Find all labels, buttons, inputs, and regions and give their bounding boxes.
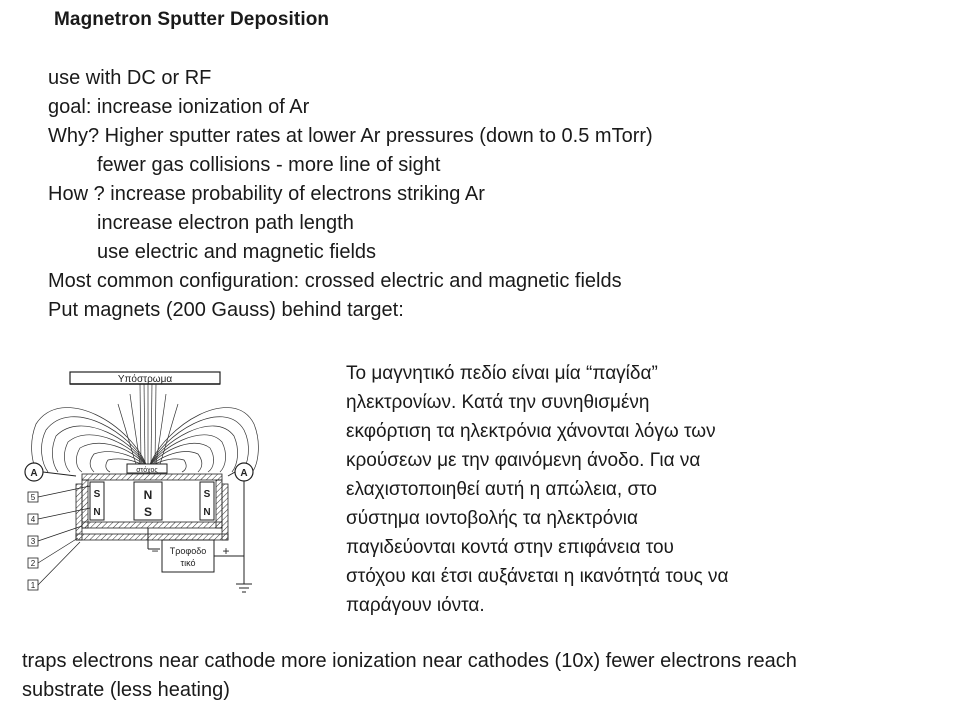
side-magnet-right: S N [199, 481, 215, 521]
numbered-labels: 5 4 3 2 1 [27, 485, 91, 591]
paragraph-line: παράγουν ιόντα. [346, 595, 485, 616]
list-item: goal: increase ionization of Ar [48, 96, 310, 118]
list-item: Put magnets (200 Gauss) behind target: [48, 299, 404, 321]
magnetron-diagram: Υπόστρωμα στόχος S N [22, 364, 264, 600]
paragraph-line: παγιδεύονται κοντά στην επιφάνεια του [346, 537, 674, 558]
paragraph-line: κρούσεων με την φαινόμενη άνοδο. Για να [346, 450, 701, 471]
paragraph-line: εκφόρτιση τα ηλεκτρόνια χάνονται λόγω τω… [346, 421, 716, 442]
svg-text:−: − [151, 544, 158, 558]
center-magnet: N S [133, 481, 163, 521]
footer-line: substrate (less heating) [22, 679, 230, 701]
list-item: use with DC or RF [48, 67, 212, 89]
ammeter-right: A [227, 462, 254, 482]
list-item: Why? Higher sputter rates at lower Ar pr… [48, 125, 653, 147]
greek-paragraph: Το μαγνητικό πεδίο είναι μία “παγίδα” ηλ… [346, 359, 729, 620]
svg-text:3: 3 [31, 537, 36, 546]
ammeter-left: A [24, 462, 77, 482]
paragraph-line: ηλεκτρονίων. Κατά την συνηθισμένη [346, 392, 650, 413]
paragraph-line: σύστημα ιοντοβολής τα ηλεκτρόνια [346, 508, 638, 529]
bullet-list: use with DC or RF goal: increase ionizat… [48, 64, 653, 325]
power-supply: Τροφοδο τικό − + [147, 481, 252, 593]
list-item: Most common configuration: crossed elect… [48, 270, 622, 292]
svg-text:1: 1 [31, 581, 36, 590]
magnetic-field-lines [31, 381, 259, 475]
footer-line: traps electrons near cathode more ioniza… [22, 650, 797, 672]
target: στόχος [126, 463, 168, 474]
footer-text: traps electrons near cathode more ioniza… [22, 647, 942, 705]
svg-text:τικό: τικό [181, 558, 196, 568]
substrate: Υπόστρωμα [69, 371, 221, 385]
svg-text:N: N [144, 488, 153, 502]
cathode-housing [75, 473, 229, 541]
svg-text:5: 5 [31, 493, 36, 502]
paragraph-line: ελαχιστοποιηθεί αυτή η απώλεια, στο [346, 479, 657, 500]
paragraph-line: στόχου και έτσι αυξάνεται η ικανότητά το… [346, 566, 729, 587]
svg-text:N: N [203, 507, 210, 518]
list-item: fewer gas collisions - more line of sigh… [97, 154, 441, 176]
svg-text:N: N [93, 507, 100, 518]
side-magnet-left: S N [89, 481, 105, 521]
svg-text:S: S [94, 489, 101, 500]
list-item: use electric and magnetic fields [97, 241, 377, 263]
svg-text:S: S [204, 489, 211, 500]
svg-text:A: A [240, 468, 247, 479]
svg-text:4: 4 [31, 515, 36, 524]
page-title: Magnetron Sputter Deposition [54, 9, 330, 30]
paragraph-line: Το μαγνητικό πεδίο είναι μία “παγίδα” [346, 363, 658, 384]
svg-text:+: + [222, 544, 229, 558]
list-item: increase electron path length [97, 212, 354, 234]
svg-text:A: A [30, 468, 37, 479]
list-item: How ? increase probability of electrons … [48, 183, 485, 205]
svg-text:Τροφοδο: Τροφοδο [170, 546, 206, 556]
svg-text:S: S [144, 505, 152, 519]
substrate-label: Υπόστρωμα [118, 373, 173, 385]
svg-text:2: 2 [31, 559, 36, 568]
target-label: στόχος [136, 466, 158, 474]
